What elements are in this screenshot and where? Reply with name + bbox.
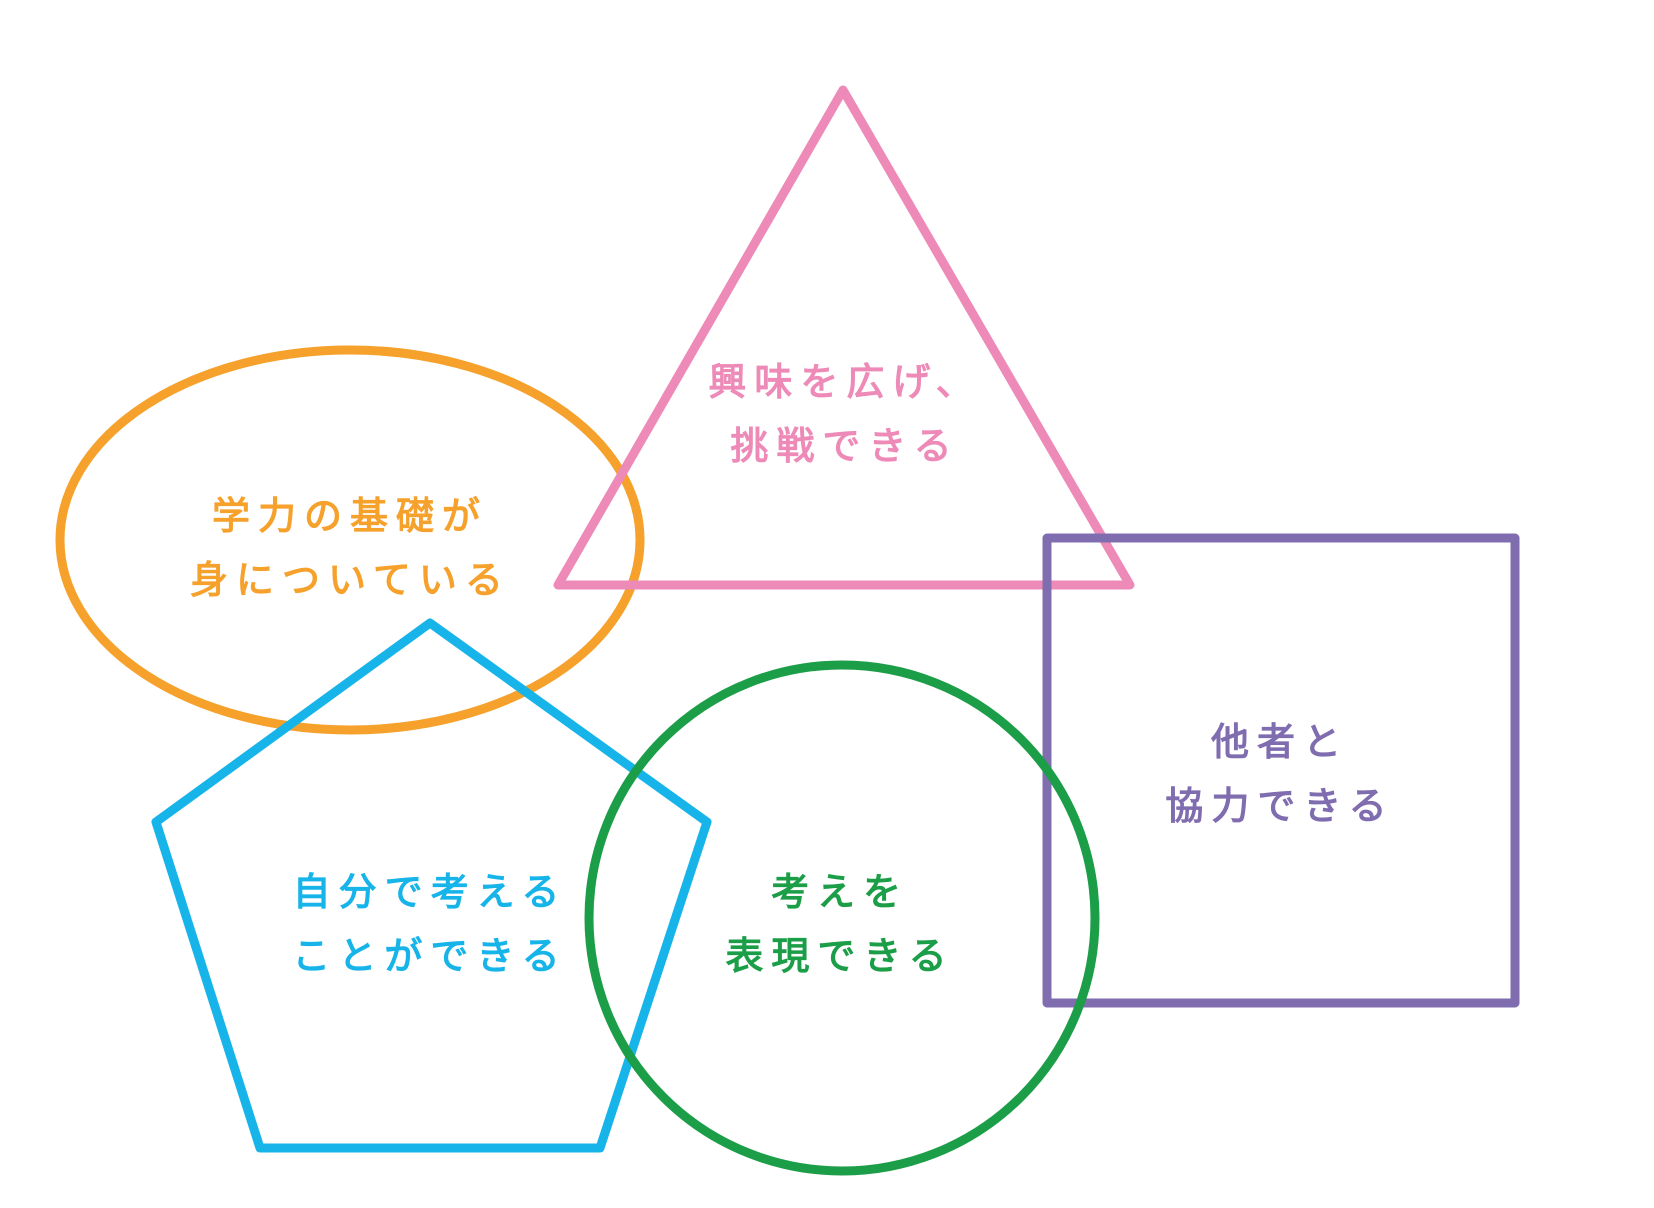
circle-shape [584,660,1100,1176]
circle-label-line-1: 考えを [770,870,909,914]
pentagon-label-line-2: ことができる [292,934,568,978]
square-label-line-2: 協力できる [1165,784,1395,828]
triangle-shape [553,85,1135,590]
pentagon-label-line-1: 自分で考える [292,870,568,914]
ellipse-shape [55,345,645,735]
triangle-label-line-2: 挑戦できる [730,424,960,468]
pentagon-shape [151,618,712,1153]
circle-label: 考えを 表現できる [710,860,970,988]
triangle-label-line-1: 興味を広げ、 [708,360,982,404]
ellipse-label-line-2: 身についている [190,558,511,602]
ellipse-label-line-1: 学力の基礎が [211,494,488,538]
ellipse-label: 学力の基礎が 身についている [190,484,510,612]
triangle-label: 興味を広げ、 挑戦できる [700,350,990,478]
pentagon-label: 自分で考える ことができる [285,860,575,988]
square-label: 他者と 協力できる [1150,710,1410,838]
circle-label-line-2: 表現できる [725,934,955,978]
square-label-line-1: 他者と [1210,720,1349,764]
